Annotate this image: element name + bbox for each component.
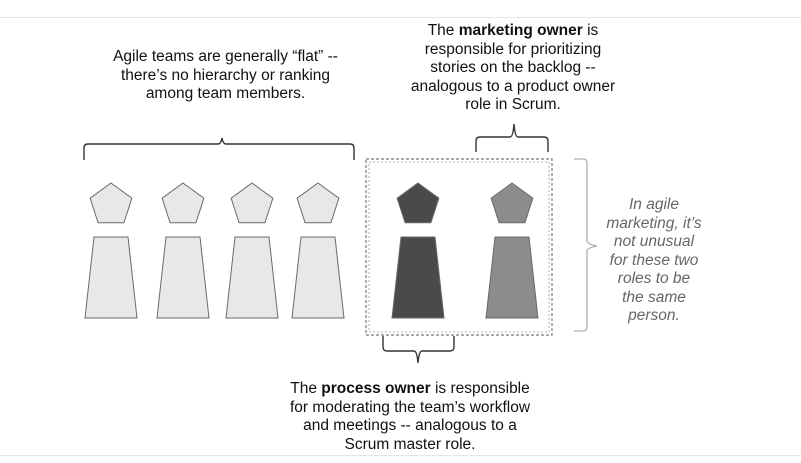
process-owner-note-prefix: The xyxy=(290,380,322,397)
top-divider xyxy=(0,17,801,18)
team-member-body xyxy=(156,236,210,319)
team-member-figure xyxy=(156,182,210,319)
team-bracket xyxy=(83,137,355,160)
marketing-owner-note-suffix: is responsible for prioritizing stories … xyxy=(410,22,616,113)
agile-team-note: Agile teams are generally “flat” -- ther… xyxy=(113,48,338,102)
team-member-figure xyxy=(84,182,138,319)
process-owner-note: The process owner is responsible for mod… xyxy=(285,380,535,454)
roles-group-box-inner xyxy=(368,161,550,333)
process-owner-note-suffix: is responsible for moderating the team’s… xyxy=(289,380,531,453)
process-owner-figure xyxy=(391,182,445,319)
team-member-head xyxy=(161,182,205,224)
process-owner-term: process owner xyxy=(321,380,431,397)
same-person-note: In agile marketing, it’s not unusual for… xyxy=(606,196,702,324)
process-owner-head xyxy=(396,182,440,224)
team-member-figure xyxy=(291,182,345,319)
marketing-owner-head xyxy=(490,182,534,224)
team-member-figure xyxy=(225,182,279,319)
marketing-owner-term: marketing owner xyxy=(458,22,583,39)
marketing-owner-note-prefix: The xyxy=(427,22,459,39)
marketing-owner-figure xyxy=(485,182,539,319)
marketing-owner-bracket xyxy=(475,123,549,152)
team-member-head xyxy=(296,182,340,224)
process-owner-bracket xyxy=(382,336,455,364)
team-member-head xyxy=(89,182,133,224)
figures-group xyxy=(84,182,539,319)
bottom-divider xyxy=(0,455,801,456)
team-member-body xyxy=(291,236,345,319)
marketing-owner-note: The marketing owner is responsible for p… xyxy=(408,22,618,115)
process-owner-body xyxy=(391,236,445,319)
marketing-owner-body xyxy=(485,236,539,319)
side-bracket xyxy=(574,158,598,332)
team-member-body xyxy=(84,236,138,319)
team-member-body xyxy=(225,236,279,319)
roles-group-box xyxy=(365,158,553,336)
team-member-head xyxy=(230,182,274,224)
